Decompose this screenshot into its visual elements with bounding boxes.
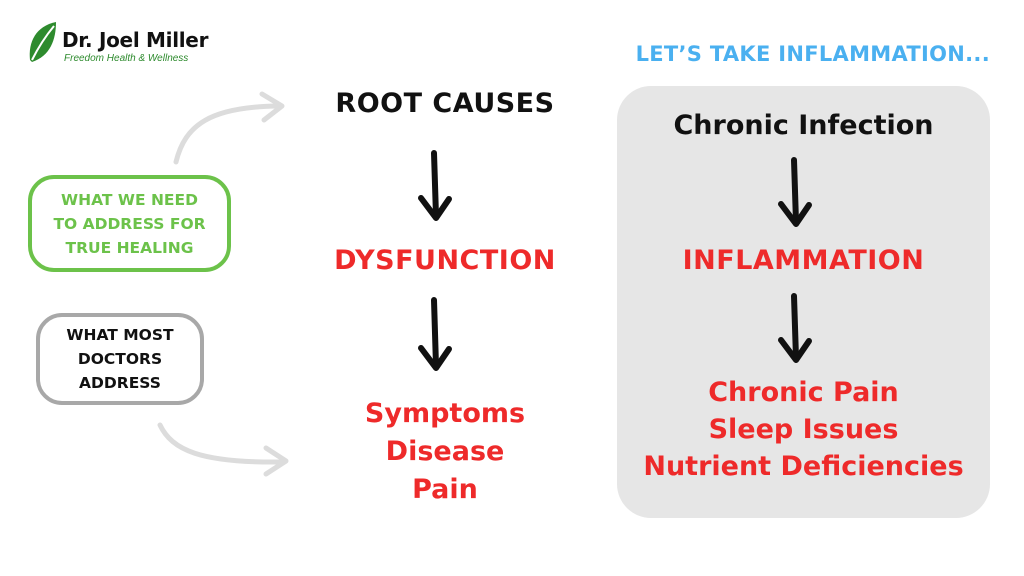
symptom-item: Disease — [385, 436, 505, 467]
chronic-infection-label: Chronic Infection — [673, 110, 934, 141]
pill-line: TRUE HEALING — [65, 238, 194, 257]
leaf-icon — [29, 22, 56, 62]
curved-arrow-down — [157, 422, 289, 477]
true-healing-pill: WHAT WE NEED TO ADDRESS FOR TRUE HEALING — [28, 175, 231, 272]
logo-name: Dr. Joel Miller — [62, 28, 209, 52]
effects-list: Chronic Pain Sleep Issues Nutrient Defic… — [617, 374, 990, 485]
inflammation-panel — [617, 86, 990, 518]
dysfunction-label: DYSFUNCTION — [334, 245, 556, 276]
symptoms-list: Symptoms Disease Pain — [290, 395, 600, 509]
logo-tagline: Freedom Health & Wellness — [64, 53, 189, 64]
root-causes-label: ROOT CAUSES — [335, 88, 555, 119]
pill-line: WHAT WE NEED — [61, 190, 198, 209]
symptom-item: Symptoms — [364, 398, 526, 429]
down-arrow-3 — [778, 157, 812, 227]
pill-line: WHAT MOST — [66, 326, 174, 344]
headline: LET’S TAKE INFLAMMATION... — [635, 42, 990, 66]
effect-item: Nutrient Deficiencies — [643, 451, 964, 482]
down-arrow-4 — [778, 293, 812, 363]
inflammation-label: INFLAMMATION — [682, 245, 925, 276]
pill-line: DOCTORS — [77, 350, 163, 368]
pill-line: ADDRESS — [79, 374, 161, 392]
symptom-item: Pain — [412, 474, 478, 505]
down-arrow-1 — [418, 150, 452, 221]
down-arrow-2 — [418, 297, 452, 371]
effect-item: Chronic Pain — [708, 377, 899, 408]
effect-item: Sleep Issues — [708, 414, 899, 445]
pill-line: TO ADDRESS FOR — [53, 214, 206, 233]
curved-arrow-up — [173, 91, 285, 165]
doctors-address-pill: WHAT MOST DOCTORS ADDRESS — [36, 313, 204, 405]
logo: Dr. Joel Miller Freedom Health & Wellnes… — [26, 20, 256, 70]
